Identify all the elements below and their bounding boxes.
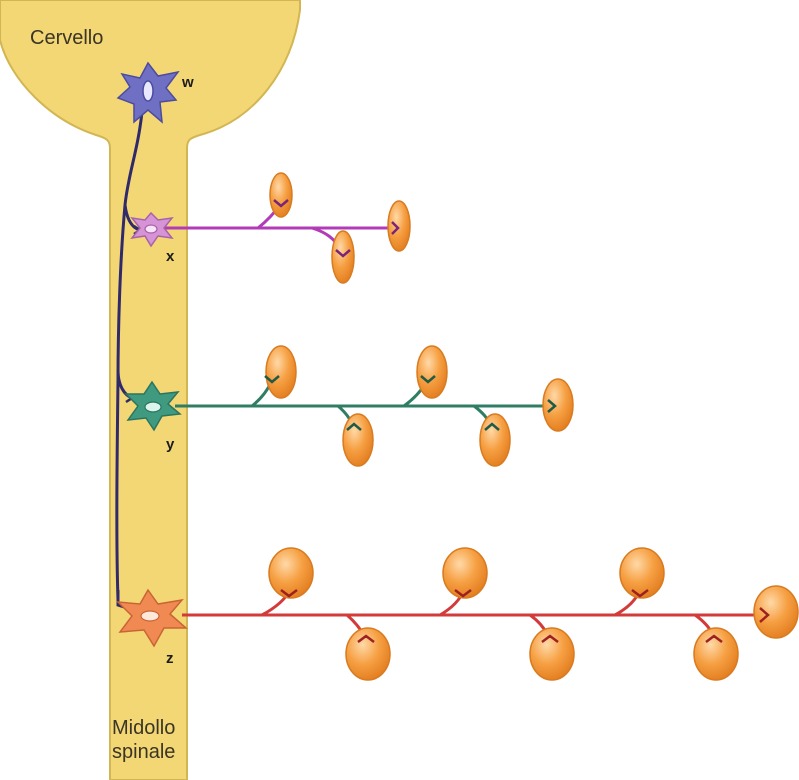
label-spinal-cord: Midollo spinale — [112, 716, 175, 764]
muscle-fiber — [443, 548, 487, 598]
label-neuron-z: z — [166, 650, 174, 667]
muscle-fiber — [270, 173, 292, 217]
muscle-fiber — [269, 548, 313, 598]
label-neuron-y: y — [166, 436, 174, 453]
muscle-fiber — [754, 586, 798, 638]
nucleus — [145, 225, 157, 233]
muscle-fiber — [388, 201, 410, 251]
muscle-fiber — [480, 414, 510, 466]
muscle-fiber — [417, 346, 447, 398]
label-neuron-w: w — [182, 74, 194, 91]
nucleus — [141, 611, 159, 621]
label-brain: Cervello — [30, 26, 103, 50]
label-neuron-x: x — [166, 248, 174, 265]
muscle-fiber — [343, 414, 373, 466]
muscle-fiber — [694, 628, 738, 680]
motor-unit-z — [118, 548, 798, 680]
label-spinal-cord-line1: Midollo — [112, 716, 175, 740]
muscle-fiber — [346, 628, 390, 680]
muscle-fiber — [620, 548, 664, 598]
muscle-fiber — [543, 379, 573, 431]
label-spinal-cord-line2: spinale — [112, 740, 175, 764]
muscle-fiber — [266, 346, 296, 398]
nucleus — [145, 402, 161, 412]
muscle-fiber — [530, 628, 574, 680]
motor-unit-y — [126, 346, 573, 466]
